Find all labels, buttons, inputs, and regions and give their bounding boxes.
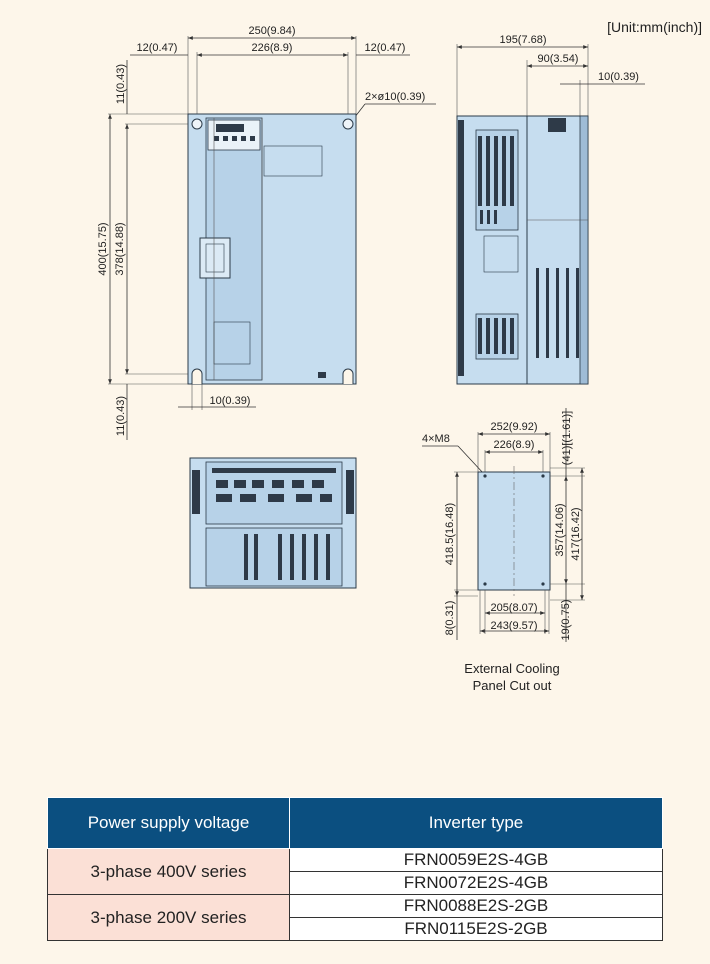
front-margin-left: 12(0.47) — [137, 42, 178, 54]
front-width-inner: 226(8.9) — [252, 42, 293, 54]
cutout-screw-spec: 4×M8 — [422, 433, 450, 445]
front-bottom-offset: 11(0.43) — [115, 396, 127, 436]
side-depth-total: 195(7.68) — [499, 34, 546, 46]
inverter-type-table: Power supply voltage Inverter type 3-pha… — [47, 797, 663, 941]
cutout-width-outer: 252(9.92) — [490, 421, 537, 433]
inverter-type-cell: FRN0115E2S-2GB — [289, 917, 663, 941]
front-top-offset: 11(0.43) — [115, 64, 127, 104]
table-header-row: Power supply voltage Inverter type — [47, 797, 663, 849]
side-view: 195(7.68) 90(3.54) 10(0.39) — [456, 34, 645, 385]
bottom-view — [189, 457, 357, 589]
table-row: FRN0115E2S-2GB — [48, 917, 663, 941]
header-power-supply-voltage: Power supply voltage — [47, 797, 290, 849]
cutout-caption-line1: External Cooling — [464, 661, 559, 676]
front-width-total: 250(9.84) — [248, 25, 295, 37]
front-view: 250(9.84) 226(8.9) 12(0.47) 12(0.47) 2×ø… — [97, 25, 436, 440]
header-inverter-type: Inverter type — [289, 797, 663, 849]
cutout-caption-line2: Panel Cut out — [473, 678, 552, 693]
side-flange: 10(0.39) — [598, 71, 639, 83]
cutout-top-offset: (41)[(1.61)] — [561, 411, 573, 465]
inverter-type-cell: FRN0059E2S-4GB — [289, 848, 663, 872]
inverter-type-cell: FRN0072E2S-4GB — [289, 871, 663, 895]
voltage-cell: 3-phase 400V series — [47, 848, 290, 895]
front-height-inner: 378(14.88) — [114, 222, 126, 275]
cutout-bottom-right: 19(0.75) — [560, 600, 572, 641]
side-depth-rear: 90(3.54) — [538, 53, 579, 65]
cutout-width-bottom-inner: 205(8.07) — [490, 602, 537, 614]
voltage-cell: 3-phase 200V series — [47, 894, 290, 941]
front-height-total: 400(15.75) — [97, 222, 109, 275]
cutout-view: 252(9.92) 226(8.9) 4×M8 418.5(16.48) 8(0… — [422, 408, 585, 693]
cutout-width-inner: 226(8.9) — [494, 439, 535, 451]
cutout-width-bottom-outer: 243(9.57) — [490, 620, 537, 632]
inverter-type-cell: FRN0088E2S-2GB — [289, 894, 663, 918]
cutout-bottom-left: 8(0.31) — [444, 601, 456, 636]
cutout-height-left: 418.5(16.48) — [444, 503, 456, 565]
cutout-height-total: 417(16.42) — [570, 507, 582, 560]
unit-label: [Unit:mm(inch)] — [607, 19, 702, 35]
table-row: 3-phase 200V series FRN0088E2S-2GB — [47, 894, 663, 941]
front-slot-width: 10(0.39) — [210, 395, 251, 407]
front-margin-right: 12(0.47) — [365, 42, 406, 54]
table-row: 3-phase 400V series FRN0059E2S-4GB — [47, 848, 663, 895]
cutout-height-holes: 357(14.06) — [554, 503, 566, 556]
table-row: FRN0072E2S-4GB — [48, 871, 663, 895]
front-hole-spec: 2×ø10(0.39) — [365, 91, 425, 103]
